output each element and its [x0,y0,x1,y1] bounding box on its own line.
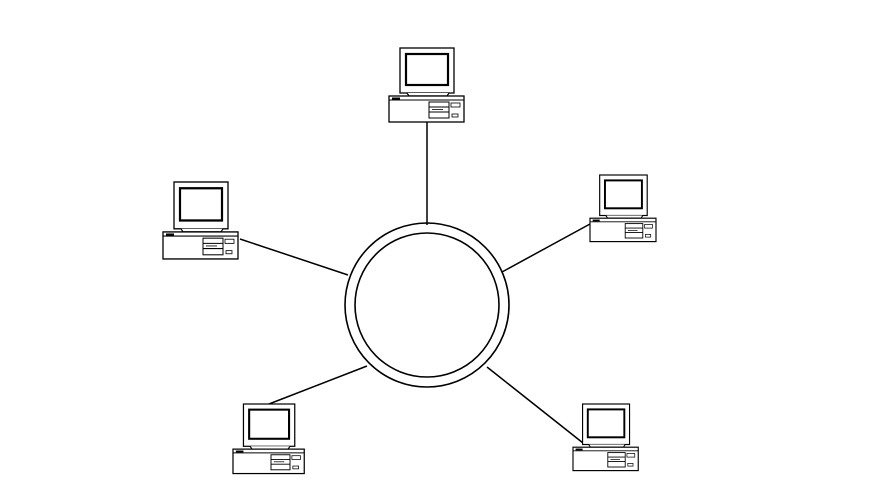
link-bottom-left [268,365,368,405]
link-left [239,238,349,276]
link-right [501,223,591,273]
double-ring-icon [344,222,510,388]
desktop-computer-icon [589,174,657,243]
link-bottom-right [486,366,584,444]
desktop-computer-icon [231,402,306,475]
desktop-computer-icon [387,46,466,124]
desktop-computer-icon [572,403,640,472]
desktop-computer-icon [161,180,240,261]
network-links [239,122,591,444]
